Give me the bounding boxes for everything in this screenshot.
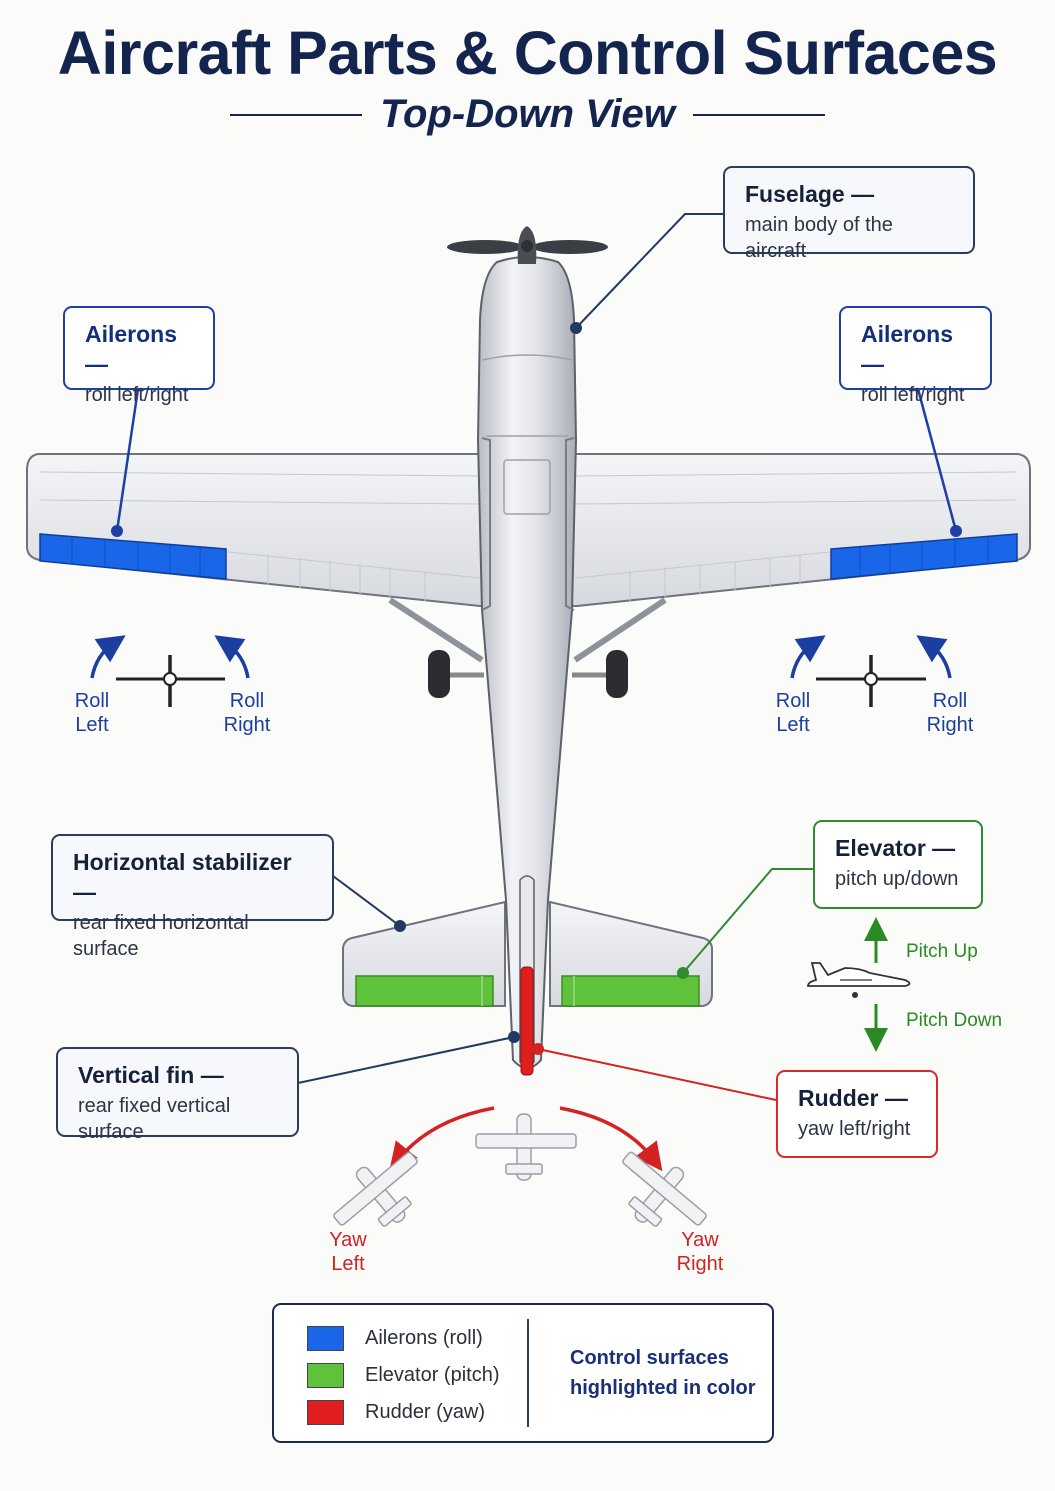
roll-left-label-2-line2: Left (776, 714, 810, 736)
roll-left-label-1: Roll Left (62, 689, 122, 737)
yaw-left-line2: Left (331, 1253, 365, 1275)
yaw-icon (333, 1106, 707, 1227)
aileron-left-title: Ailerons — (85, 321, 178, 377)
elevator-desc: pitch up/down (835, 867, 959, 890)
fuselage-title: Fuselage — (745, 181, 875, 207)
roll-right-label-1: Roll Right (215, 689, 279, 737)
elevator-title: Elevator — (835, 835, 956, 861)
fin-desc: rear fixed vertical surface (78, 1094, 231, 1143)
legend-item-rudder: Rudder (yaw) (307, 1400, 485, 1425)
aileron-right-surface (830, 533, 1018, 580)
rudder-title: Rudder — (798, 1085, 908, 1111)
fuselage-desc: main body of the aircraft (745, 213, 893, 262)
legend-label-ailerons: Ailerons (roll) (365, 1327, 483, 1349)
pitch-up-label: Pitch Up (906, 941, 978, 962)
roll-right-label-2-line2: Right (926, 714, 974, 736)
aileron-right-desc: roll left/right (861, 383, 965, 406)
propeller (447, 226, 608, 264)
legend-note: Control surfaces highlighted in color (570, 1347, 756, 1399)
page-subtitle: Top-Down View (380, 92, 675, 136)
roll-left-label-2: Roll Left (763, 689, 823, 737)
aileron-left-surface (39, 533, 227, 580)
aileron-right-title: Ailerons — (861, 321, 954, 377)
yaw-right-line1: Yaw (681, 1229, 719, 1251)
elevator-right-surface (561, 975, 700, 1007)
callout-elevator: Elevator — pitch up/down (813, 820, 983, 909)
legend-swatch-ailerons (307, 1326, 344, 1351)
fuselage (476, 256, 578, 1076)
pitch-icon (807, 917, 911, 1052)
landing-gear (428, 650, 628, 698)
callout-fuselage: Fuselage — main body of the aircraft (723, 166, 975, 262)
fin-marker (508, 1031, 520, 1043)
callout-aileron-left: Ailerons — roll left/right (63, 306, 215, 406)
pitch-down-label: Pitch Down (906, 1010, 1003, 1031)
legend-label-elevator: Elevator (pitch) (365, 1364, 500, 1386)
leader-lines (111, 213, 962, 1101)
elevator-marker (677, 967, 689, 979)
roll-left-label-1-line2: Left (75, 714, 109, 736)
stabilizer-desc: rear fixed horizontal surface (73, 911, 249, 960)
page-title: Aircraft Parts & Control Surfaces (57, 19, 998, 87)
stabilizer-marker (394, 920, 406, 932)
subtitle-rule-right (692, 113, 825, 116)
wing-struts (388, 597, 667, 663)
roll-right-label-1-line1: Roll (229, 690, 265, 712)
aileron-right-marker (950, 525, 962, 537)
roll-left-label-2-line1: Roll (775, 690, 811, 712)
roll-icon-right (790, 635, 952, 707)
callout-rudder: Rudder — yaw left/right (776, 1070, 938, 1158)
legend-label-rudder: Rudder (yaw) (365, 1401, 486, 1423)
subtitle-rule-left (230, 113, 363, 116)
callout-aileron-right: Ailerons — roll left/right (839, 306, 992, 406)
legend-divider (527, 1319, 529, 1427)
roll-left-label-1-line1: Roll (74, 690, 110, 712)
yaw-left-line1: Yaw (329, 1229, 367, 1251)
subtitle-row: Top-Down View (0, 92, 1055, 137)
roll-icon-left (90, 635, 250, 707)
legend-swatch-elevator (307, 1363, 344, 1388)
legend-item-elevator: Elevator (pitch) (307, 1363, 500, 1388)
fin-title: Vertical fin — (78, 1062, 224, 1088)
horizontal-stabilizer (342, 900, 713, 1007)
legend: Ailerons (roll) Elevator (pitch) Rudder … (272, 1303, 774, 1443)
yaw-left-label: Yaw Left (318, 1228, 378, 1276)
elevator-left-surface (355, 975, 494, 1007)
legend-item-ailerons: Ailerons (roll) (307, 1326, 483, 1351)
callout-horizontal-stabilizer: Horizontal stabilizer — rear fixed horiz… (51, 834, 334, 960)
aileron-left-marker (111, 525, 123, 537)
stabilizer-title: Horizontal stabilizer — (73, 849, 292, 905)
roll-right-label-2-line1: Roll (932, 690, 968, 712)
rudder-desc: yaw left/right (798, 1117, 911, 1140)
callout-vertical-fin: Vertical fin — rear fixed vertical surfa… (56, 1047, 299, 1143)
rudder-marker (532, 1043, 544, 1055)
yaw-right-line2: Right (676, 1253, 724, 1275)
roll-right-label-2: Roll Right (918, 689, 982, 737)
rudder-surface (520, 966, 534, 1076)
fuselage-marker (570, 322, 582, 334)
roll-right-label-1-line2: Right (223, 714, 271, 736)
legend-swatch-rudder (307, 1400, 344, 1425)
aileron-left-desc: roll left/right (85, 383, 189, 406)
yaw-right-label: Yaw Right (668, 1228, 732, 1276)
